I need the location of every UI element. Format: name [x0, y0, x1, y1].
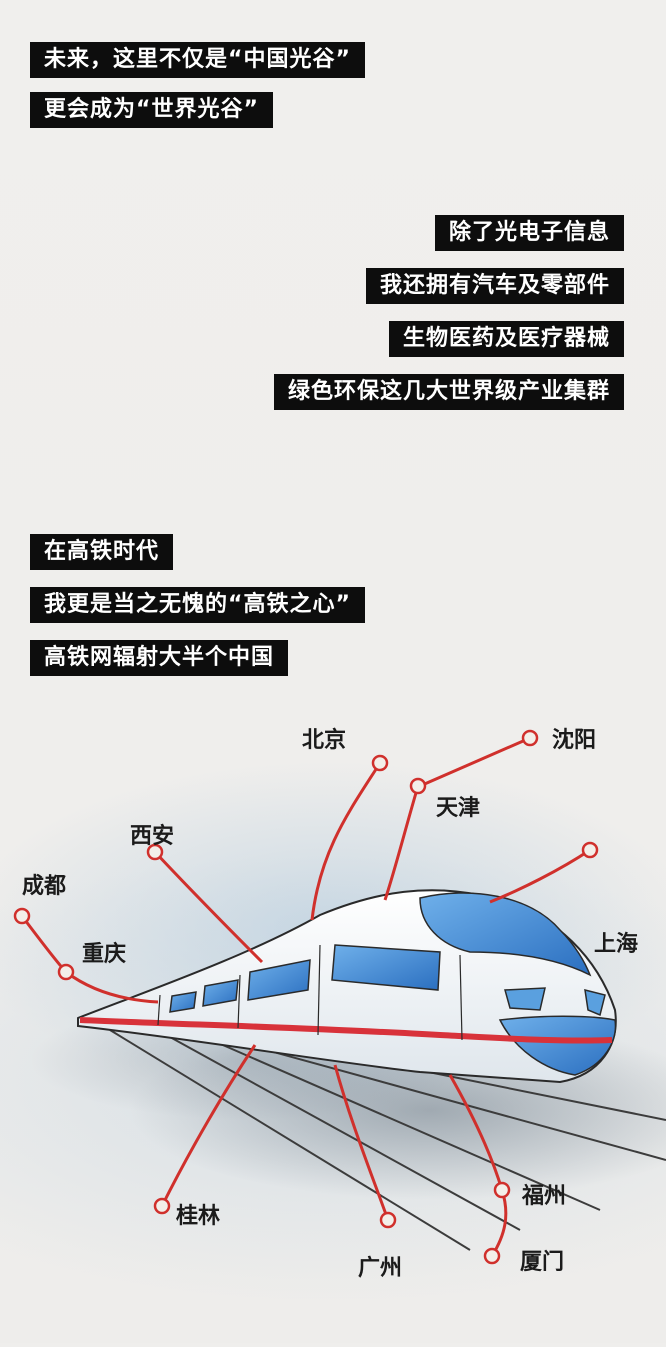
city-label-xian: 西安	[130, 824, 175, 849]
caption-industry-clusters: 绿色环保这几大世界级产业集群	[273, 374, 624, 410]
high-speed-train	[77, 889, 617, 1084]
caption-future-optics-valley: 未来，这里不仅是“中国光谷”	[30, 42, 365, 78]
city-label-chengdu: 成都	[22, 874, 67, 899]
route-nodes	[13, 729, 599, 1265]
city-label-chongqing: 重庆	[82, 942, 127, 967]
city-label-guilin: 桂林	[176, 1204, 221, 1229]
caption-rail-network: 高铁网辐射大半个中国	[30, 640, 289, 676]
city-label-xiamen: 厦门	[520, 1250, 565, 1275]
rail-map-illustration: 北京 沈阳 天津 西安 成都 重庆 上海 桂林 广州 福州 厦门	[0, 690, 666, 1343]
caption-high-speed-rail-era: 在高铁时代	[30, 534, 174, 570]
city-label-beijing: 北京	[302, 728, 347, 753]
city-label-tianjin: 天津	[436, 796, 481, 821]
caption-world-optics-valley: 更会成为“世界光谷”	[30, 92, 273, 128]
caption-rail-heart: 我更是当之无愧的“高铁之心”	[30, 587, 365, 623]
city-label-shenyang: 沈阳	[552, 728, 597, 753]
city-label-shanghai: 上海	[594, 932, 639, 957]
city-label-guangzhou: 广州	[358, 1256, 403, 1281]
city-label-fuzhou: 福州	[522, 1184, 567, 1209]
rail-tracks	[109, 1025, 666, 1251]
caption-biomedicine: 生物医药及医疗器械	[388, 321, 624, 357]
caption-optoelectronics: 除了光电子信息	[434, 215, 624, 251]
train-drawing	[13, 729, 666, 1265]
caption-automotive: 我还拥有汽车及零部件	[365, 268, 624, 304]
